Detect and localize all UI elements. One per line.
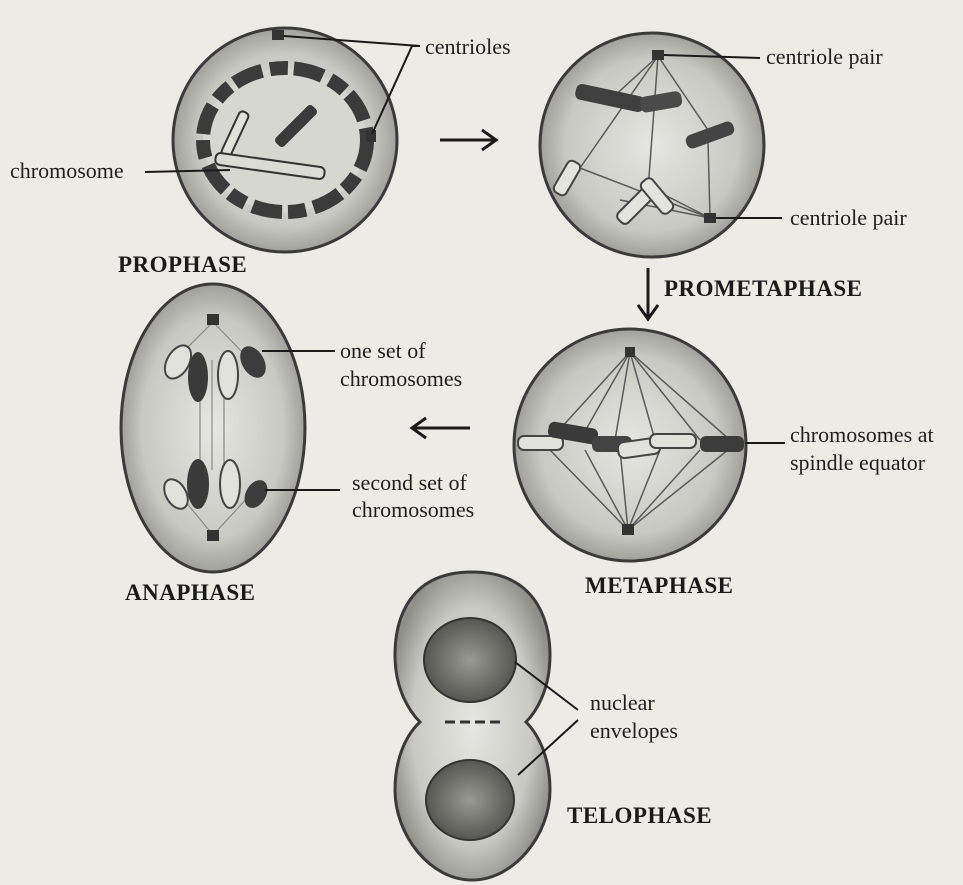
telophase-cell xyxy=(395,572,578,880)
chromosome xyxy=(187,459,209,509)
centriole xyxy=(207,314,219,325)
centriole xyxy=(704,213,716,223)
phase-metaphase: METAPHASE xyxy=(585,573,733,599)
arrow-left xyxy=(412,418,470,438)
chromosome xyxy=(188,352,208,402)
phase-prometaphase: PROMETAPHASE xyxy=(664,276,863,302)
centriole xyxy=(207,530,219,541)
chromosome xyxy=(700,436,744,452)
chromosome xyxy=(650,434,696,448)
metaphase-cell xyxy=(514,329,785,561)
label-centrioles: centrioles xyxy=(425,34,511,60)
prophase-cell xyxy=(145,28,420,252)
label-nuclear-line1: nuclear xyxy=(590,690,655,716)
arrow-right xyxy=(440,130,496,150)
label-one-set-line1: one set of xyxy=(340,338,426,364)
label-centriole-pair-bottom: centriole pair xyxy=(790,205,907,231)
label-second-set-line2: chromosomes xyxy=(352,497,474,523)
label-equator-line2: spindle equator xyxy=(790,450,925,476)
arrow-down xyxy=(638,268,658,319)
label-second-set-line1: second set of xyxy=(352,470,467,496)
centriole xyxy=(652,50,664,60)
nuclear-envelope xyxy=(426,760,514,840)
label-nuclear-line2: envelopes xyxy=(590,718,678,744)
anaphase-cell xyxy=(121,284,340,572)
label-centriole-pair-top: centriole pair xyxy=(766,44,883,70)
centriole xyxy=(625,347,635,357)
label-equator-line1: chromosomes at xyxy=(790,422,934,448)
phase-prophase: PROPHASE xyxy=(118,252,247,278)
phase-telophase: TELOPHASE xyxy=(567,803,712,829)
phase-anaphase: ANAPHASE xyxy=(125,580,256,606)
label-chromosome: chromosome xyxy=(10,158,124,184)
label-one-set-line2: chromosomes xyxy=(340,366,462,392)
chromosome xyxy=(220,460,240,508)
chromosome xyxy=(218,351,238,399)
centriole xyxy=(622,524,634,535)
centriole xyxy=(272,30,284,40)
nuclear-envelope xyxy=(424,618,516,702)
centriole xyxy=(366,130,376,142)
prometaphase-cell xyxy=(540,33,782,257)
